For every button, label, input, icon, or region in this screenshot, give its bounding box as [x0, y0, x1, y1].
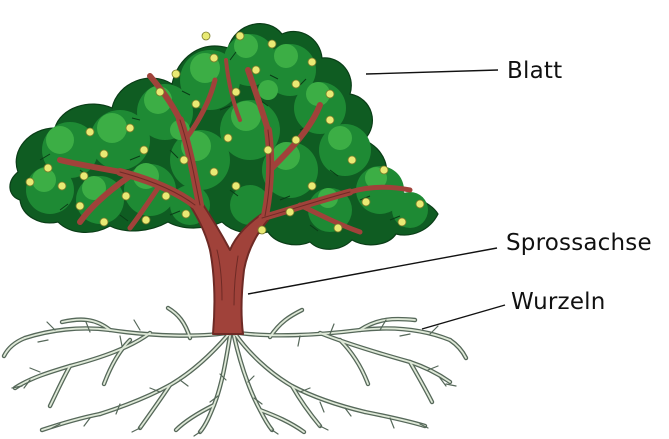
- leader-line-roots: [421, 304, 506, 330]
- leader-line-leaf: [365, 69, 499, 75]
- label-roots: Wurzeln: [511, 289, 606, 315]
- label-leaf: Blatt: [507, 58, 563, 84]
- roots: [1, 305, 469, 437]
- fruits: [25, 31, 425, 235]
- label-stem: Sprossachse: [506, 230, 652, 256]
- leader-line-stem: [247, 247, 498, 295]
- leader-lines: [247, 69, 506, 330]
- trunk-and-branches: [57, 58, 413, 335]
